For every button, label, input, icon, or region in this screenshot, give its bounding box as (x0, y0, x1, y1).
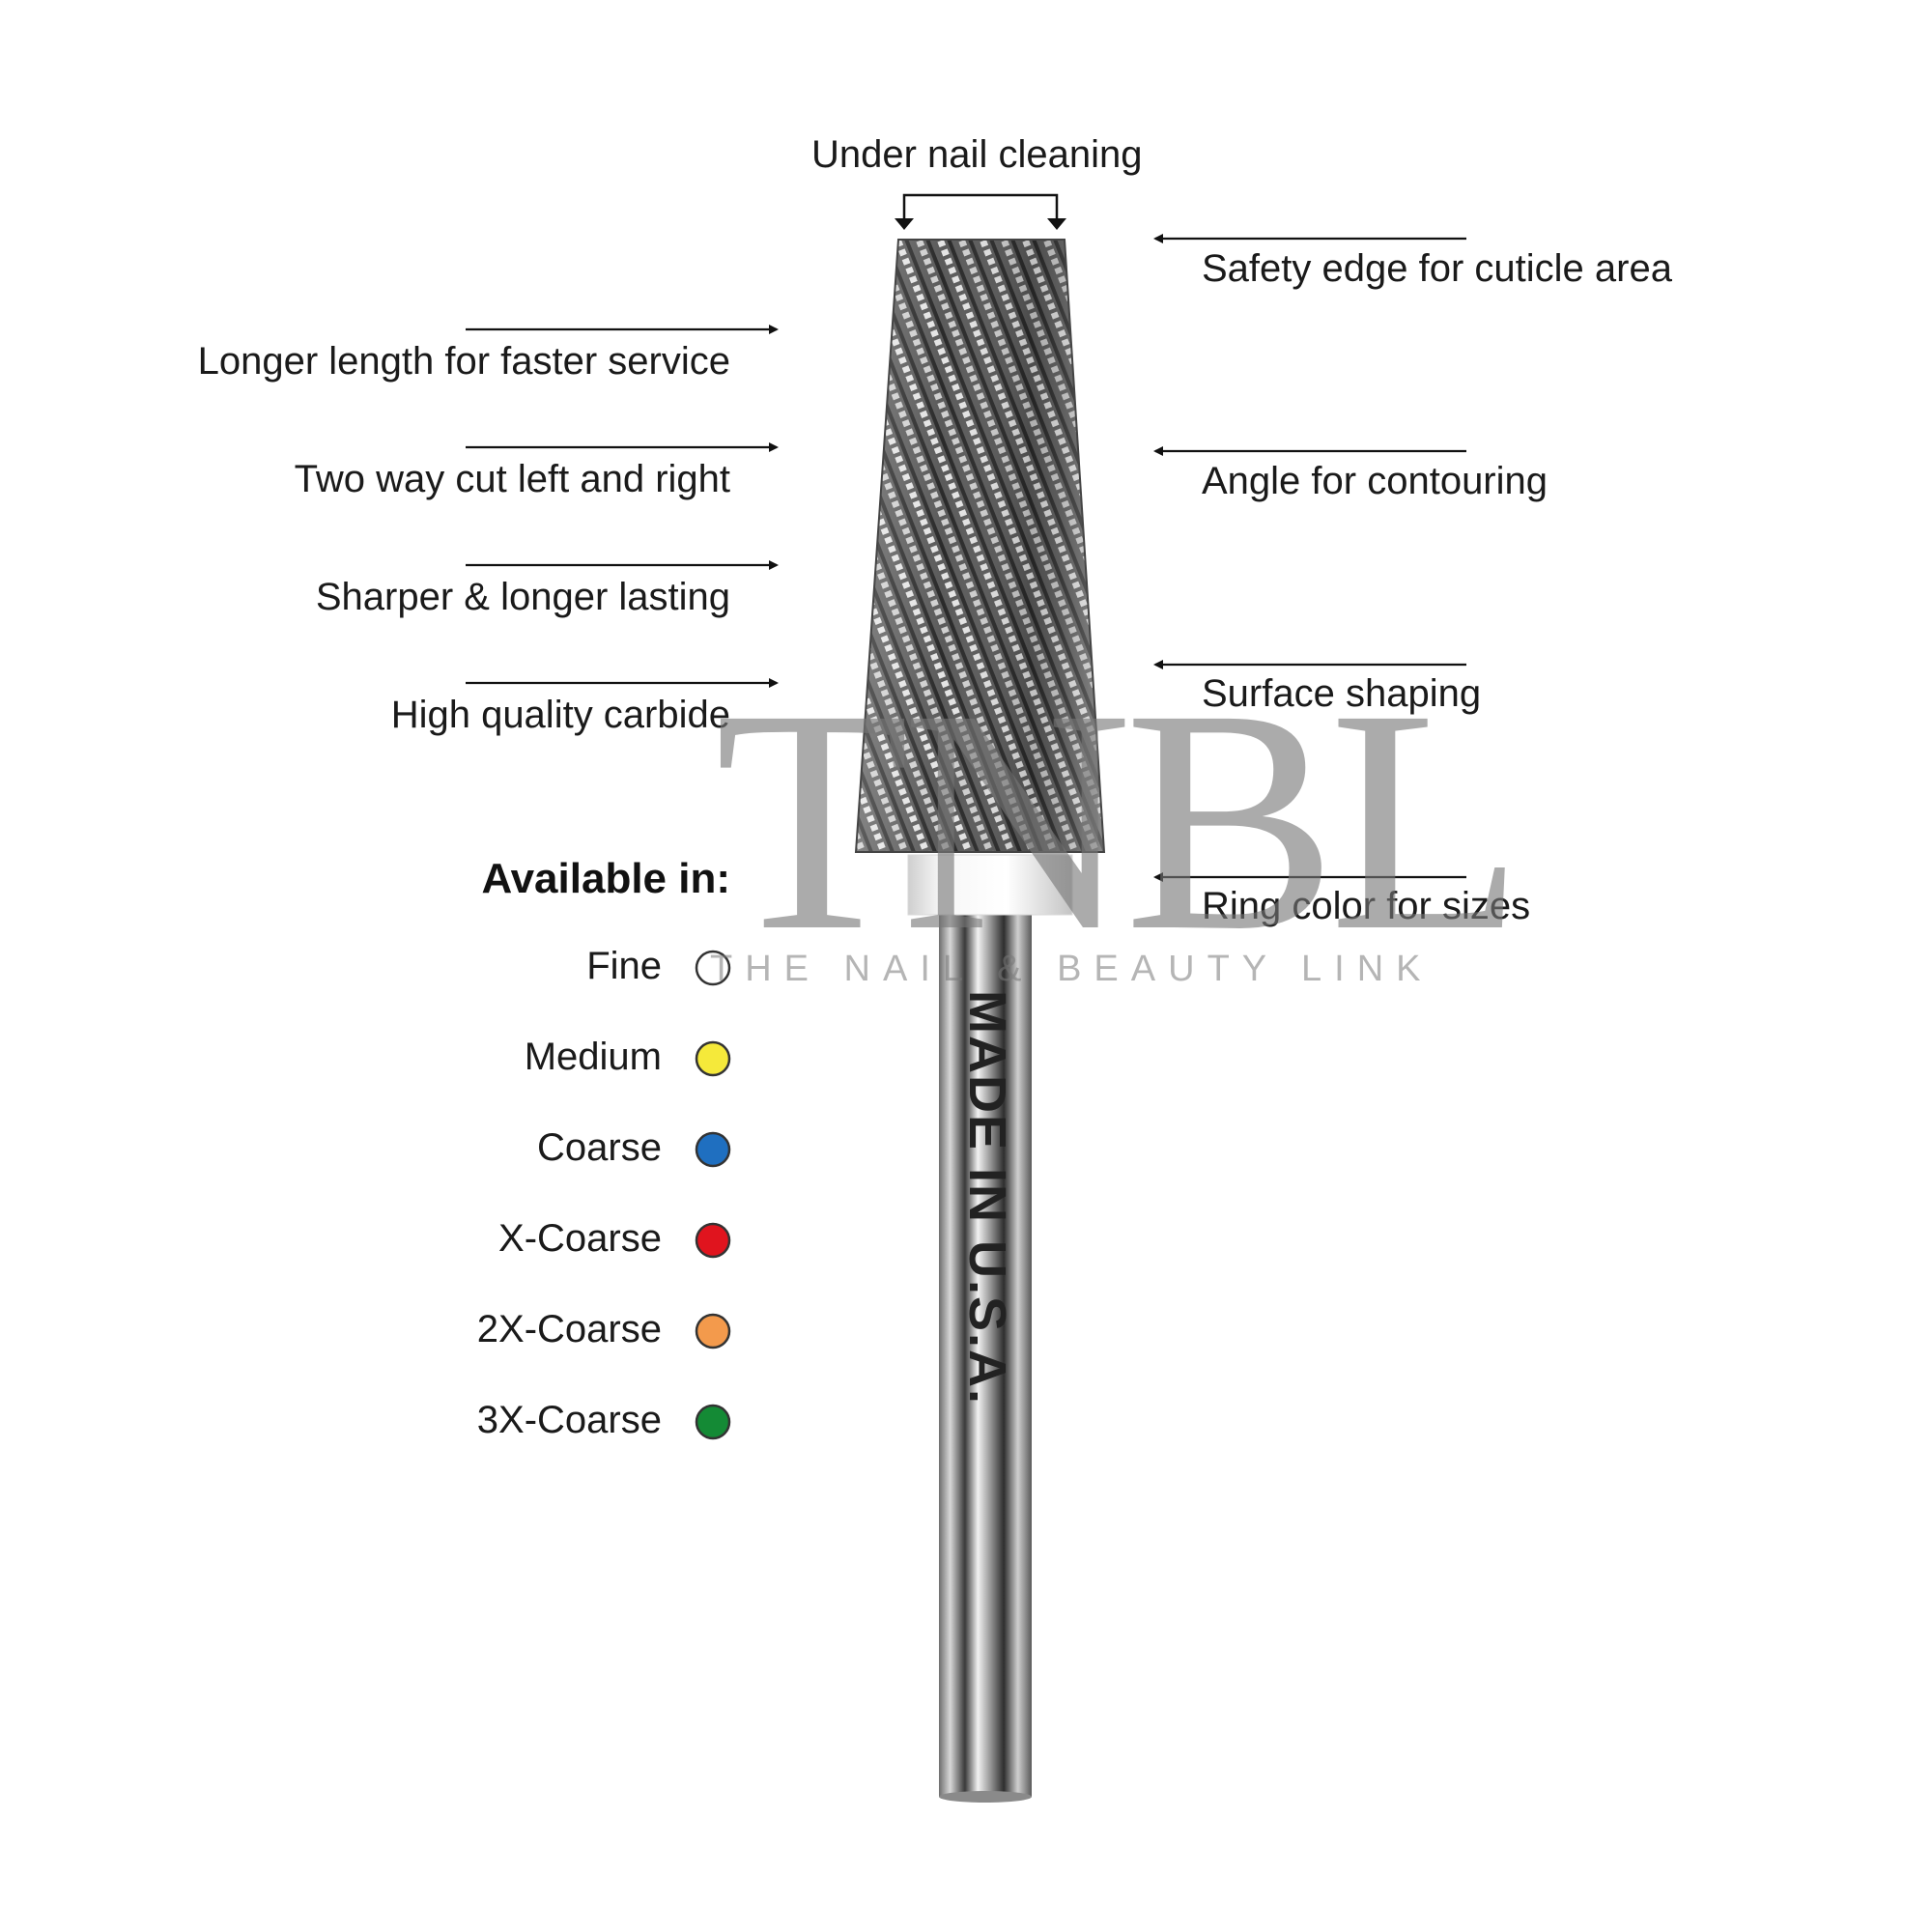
flute-line (193, 232, 444, 869)
flute-line (1532, 232, 1783, 869)
flute-line (342, 232, 593, 869)
size-dot (695, 1404, 731, 1440)
size-dot (695, 1040, 731, 1077)
right-arrows (1153, 234, 1466, 882)
left-arrows (466, 325, 779, 688)
flute-line (384, 232, 636, 869)
flute-line (214, 232, 466, 869)
available-heading: Available in: (481, 855, 730, 902)
flute-groove (244, 232, 496, 869)
flute-line (469, 232, 721, 869)
size-name-x-coarse: X-Coarse (498, 1217, 662, 1260)
bracket-arrow-right (1047, 218, 1066, 230)
flute-groove (414, 232, 666, 869)
size-name-2x-coarse: 2X-Coarse (476, 1308, 662, 1350)
flute-line (321, 232, 572, 869)
size-dots (695, 950, 731, 1440)
size-dot (695, 1222, 731, 1259)
flute-line (491, 232, 742, 869)
size-name-fine: Fine (586, 945, 662, 987)
label-longer-length: Longer length for faster service (197, 340, 730, 383)
size-dot (695, 1313, 731, 1350)
flute-groove (436, 232, 687, 869)
flute-groove (393, 232, 644, 869)
flute-groove (499, 232, 751, 869)
drill-shank (939, 908, 1032, 1797)
flute-line (1575, 232, 1826, 869)
size-dot (695, 950, 731, 986)
flute-line (406, 232, 657, 869)
flute-groove (372, 232, 623, 869)
flute-groove (1647, 232, 1898, 869)
label-two-way-cut: Two way cut left and right (294, 458, 730, 500)
flute-groove (1626, 232, 1877, 869)
flute-line (1596, 232, 1847, 869)
flute-groove (1583, 232, 1834, 869)
shank-end (939, 1791, 1032, 1803)
flute-line (1553, 232, 1804, 869)
flute-groove (457, 232, 708, 869)
flute-groove (223, 232, 474, 869)
watermark-tagline: THE NAIL & BEAUTY LINK (710, 949, 1434, 989)
label-sharper-longer: Sharper & longer lasting (315, 576, 730, 618)
flute-line (236, 232, 487, 869)
label-under-nail-cleaning: Under nail cleaning (811, 133, 1143, 176)
flute-line (427, 232, 678, 869)
flute-groove (1668, 232, 1919, 869)
flute-line (257, 232, 508, 869)
flute-line (363, 232, 614, 869)
flute-groove (478, 232, 729, 869)
under-nail-bracket (902, 193, 1059, 220)
flute-groove (266, 232, 517, 869)
flute-line (1660, 232, 1911, 869)
flute-line (1617, 232, 1868, 869)
flute-groove (1562, 232, 1813, 869)
flute-groove (351, 232, 602, 869)
flute-line (448, 232, 699, 869)
size-name-coarse: Coarse (537, 1126, 662, 1169)
flute-groove (1541, 232, 1792, 869)
size-dot (695, 1131, 731, 1168)
flute-groove (1498, 232, 1749, 869)
size-ring (907, 854, 1073, 916)
flute-line (278, 232, 529, 869)
flute-groove (308, 232, 559, 869)
flute-line (1490, 232, 1741, 869)
drill-cone (193, 232, 1919, 869)
flute-groove (202, 232, 453, 869)
label-surface-shaping: Surface shaping (1202, 672, 1482, 715)
bracket-arrow-left (895, 218, 914, 230)
flute-groove (287, 232, 538, 869)
flute-groove (1520, 232, 1771, 869)
flute-groove (329, 232, 581, 869)
size-name-medium: Medium (524, 1036, 662, 1078)
label-angle-contouring: Angle for contouring (1202, 460, 1548, 502)
label-ring-color: Ring color for sizes (1202, 885, 1531, 927)
watermark-logo: TNBL (715, 644, 1524, 997)
shank-text: MADE IN U.S.A. (958, 990, 1016, 1406)
flute-groove (1605, 232, 1856, 869)
flute-line (1638, 232, 1889, 869)
size-name-3x-coarse: 3X-Coarse (476, 1399, 662, 1441)
label-safety-edge: Safety edge for cuticle area (1202, 247, 1672, 290)
label-high-quality-carbide: High quality carbide (390, 694, 730, 736)
flute-line (299, 232, 551, 869)
flute-line (1511, 232, 1762, 869)
